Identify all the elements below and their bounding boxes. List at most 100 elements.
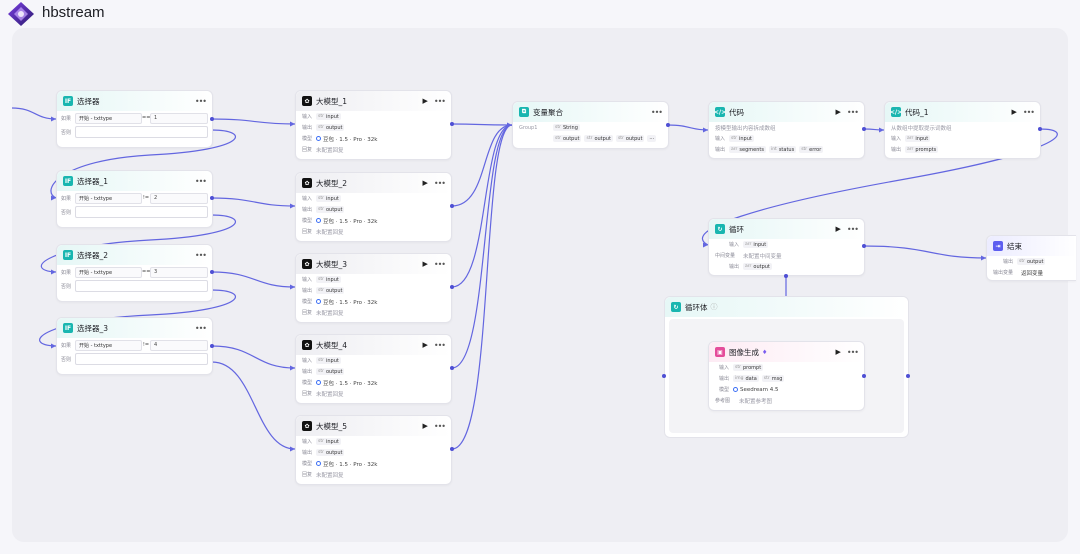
output-port[interactable] (862, 127, 866, 131)
selector-node[interactable]: IF 选择器_3 ••• 如果开始 - txttype!=4 否则 (56, 317, 213, 375)
output-port[interactable] (210, 117, 214, 121)
output-port[interactable] (784, 274, 788, 278)
condition-value[interactable]: 4 (150, 339, 208, 351)
output-port[interactable] (210, 196, 214, 200)
more-icon[interactable]: ••• (433, 96, 446, 106)
run-icon[interactable]: ▶ (835, 225, 841, 233)
else-branch[interactable] (75, 353, 208, 365)
node-title: 图像生成 (729, 347, 759, 357)
node-title: 大模型_5 (316, 421, 348, 431)
output-port[interactable] (450, 447, 454, 451)
more-icon[interactable]: ••• (194, 250, 207, 260)
output-port[interactable] (450, 122, 454, 126)
more-icon[interactable]: ••• (433, 178, 446, 188)
more-icon[interactable]: ••• (433, 340, 446, 350)
run-icon[interactable]: ▶ (422, 260, 428, 268)
run-icon[interactable]: ▶ (422, 179, 428, 187)
node-title: 大模型_4 (316, 340, 348, 350)
output-port[interactable] (906, 374, 910, 378)
node-title: 选择器_2 (77, 250, 109, 260)
node-title: 结束 (1007, 241, 1022, 251)
model-icon (316, 380, 321, 385)
image-icon: ▣ (715, 347, 725, 357)
input-port[interactable] (662, 374, 666, 378)
code-icon: </> (713, 107, 727, 117)
model-icon (316, 461, 321, 466)
node-title: 代码_1 (905, 107, 929, 117)
output-port[interactable] (862, 244, 866, 248)
node-title: 变量聚合 (533, 107, 563, 117)
top-bar: hbstream (0, 0, 1080, 28)
aggregate-icon: ⧉ (519, 107, 529, 117)
app-logo-icon (8, 2, 34, 26)
run-icon[interactable]: ▶ (835, 348, 841, 356)
condition-left[interactable]: 开始 - txttype (75, 112, 142, 124)
run-icon[interactable]: ▶ (422, 97, 428, 105)
more-icon[interactable]: ••• (433, 259, 446, 269)
else-branch[interactable] (75, 126, 208, 138)
output-port[interactable] (450, 204, 454, 208)
output-port[interactable] (210, 270, 214, 274)
more-icon[interactable]: ••• (1022, 107, 1035, 117)
condition-left[interactable]: 开始 - txttype (75, 266, 142, 278)
premium-icon: ♦ (762, 348, 768, 356)
output-port[interactable] (666, 123, 670, 127)
more-outputs-icon[interactable]: ··· (647, 135, 657, 142)
more-icon[interactable]: ••• (846, 347, 859, 357)
llm-icon: ✿ (302, 96, 312, 106)
selector-icon: IF (63, 96, 73, 106)
model-icon (316, 218, 321, 223)
more-icon[interactable]: ••• (194, 323, 207, 333)
selector-icon: IF (63, 250, 73, 260)
selector-node[interactable]: IF 选择器_2 ••• 如果开始 - txttype==3 否则 (56, 244, 213, 302)
node-title: 循环体 (685, 302, 708, 312)
more-icon[interactable]: ••• (650, 107, 663, 117)
condition-value[interactable]: 3 (150, 266, 208, 278)
node-title: 选择器_1 (77, 176, 109, 186)
node-title: 大模型_3 (316, 259, 348, 269)
output-port[interactable] (450, 366, 454, 370)
run-icon[interactable]: ▶ (422, 422, 428, 430)
output-port[interactable] (210, 344, 214, 348)
else-branch[interactable] (75, 280, 208, 292)
run-icon[interactable]: ▶ (1011, 108, 1017, 116)
more-icon[interactable]: ••• (194, 176, 207, 186)
run-icon[interactable]: ▶ (835, 108, 841, 116)
more-icon[interactable]: ••• (846, 224, 859, 234)
output-port[interactable] (862, 374, 866, 378)
output-port[interactable] (1038, 127, 1042, 131)
condition-value[interactable]: 1 (150, 112, 208, 124)
node-title: 代码 (729, 107, 744, 117)
selector-node[interactable]: IF 选择器 ••• 如果开始 - txttype==1 否则 (56, 90, 213, 148)
more-icon[interactable]: ••• (194, 96, 207, 106)
node-title: 大模型_1 (316, 96, 348, 106)
node-title: 选择器_3 (77, 323, 109, 333)
condition-value[interactable]: 2 (150, 192, 208, 204)
app-title: hbstream (42, 4, 105, 21)
run-icon[interactable]: ▶ (422, 341, 428, 349)
loop-icon: ↻ (671, 302, 681, 312)
condition-left[interactable]: 开始 - txttype (75, 339, 142, 351)
more-icon[interactable]: ••• (846, 107, 859, 117)
selector-node[interactable]: IF 选择器_1 ••• 如果开始 - txttype!=2 否则 (56, 170, 213, 228)
output-port[interactable] (450, 285, 454, 289)
condition-left[interactable]: 开始 - txttype (75, 192, 142, 204)
selector-icon: IF (63, 176, 73, 186)
node-title: 循环 (729, 224, 744, 234)
else-branch[interactable] (75, 206, 208, 218)
more-icon[interactable]: ••• (433, 421, 446, 431)
node-title: 大模型_2 (316, 178, 348, 188)
info-icon[interactable]: ⓘ (710, 303, 718, 311)
node-title: 选择器 (77, 96, 100, 106)
